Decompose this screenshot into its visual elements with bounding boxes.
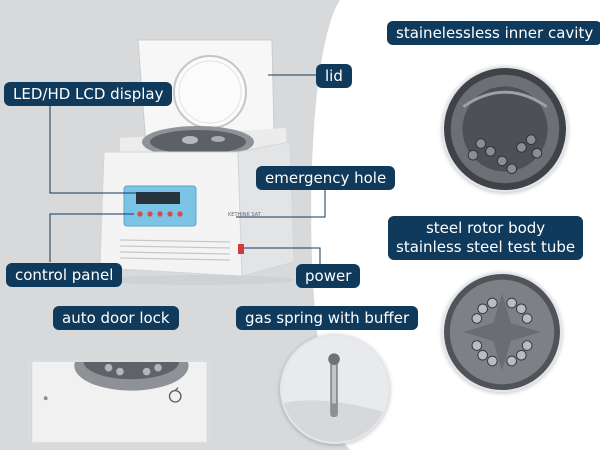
- lcd-display: [136, 192, 180, 204]
- label-emergency-hole: emergency hole: [256, 166, 396, 190]
- label-gas-spring: gas spring with buffer: [236, 306, 419, 330]
- label-rotor-body: steel rotor body stainless steel test tu…: [388, 216, 584, 260]
- label-stainless-inner-cavity: stainelessless inner cavity: [387, 21, 600, 45]
- label-power: power: [296, 264, 361, 288]
- label-auto-door-lock: auto door lock: [53, 306, 179, 330]
- label-control-panel: control panel: [6, 263, 123, 287]
- device-brand: KETHINK SAT: [228, 212, 261, 218]
- rotor-body-detail-photo: [442, 272, 562, 392]
- label-lid: lid: [316, 64, 352, 88]
- auto-door-lock-detail-photo: [28, 360, 211, 444]
- label-rotor-body-line1: steel rotor body: [425, 219, 546, 237]
- label-rotor-body-line2: stainless steel test tube: [396, 237, 576, 256]
- centrifuge-device: [90, 36, 310, 288]
- power-switch-icon: [238, 244, 244, 254]
- label-display: LED/HD LCD display: [4, 82, 173, 106]
- gas-spring-detail-photo: [280, 334, 390, 444]
- inner-cavity-detail-photo: [442, 66, 568, 192]
